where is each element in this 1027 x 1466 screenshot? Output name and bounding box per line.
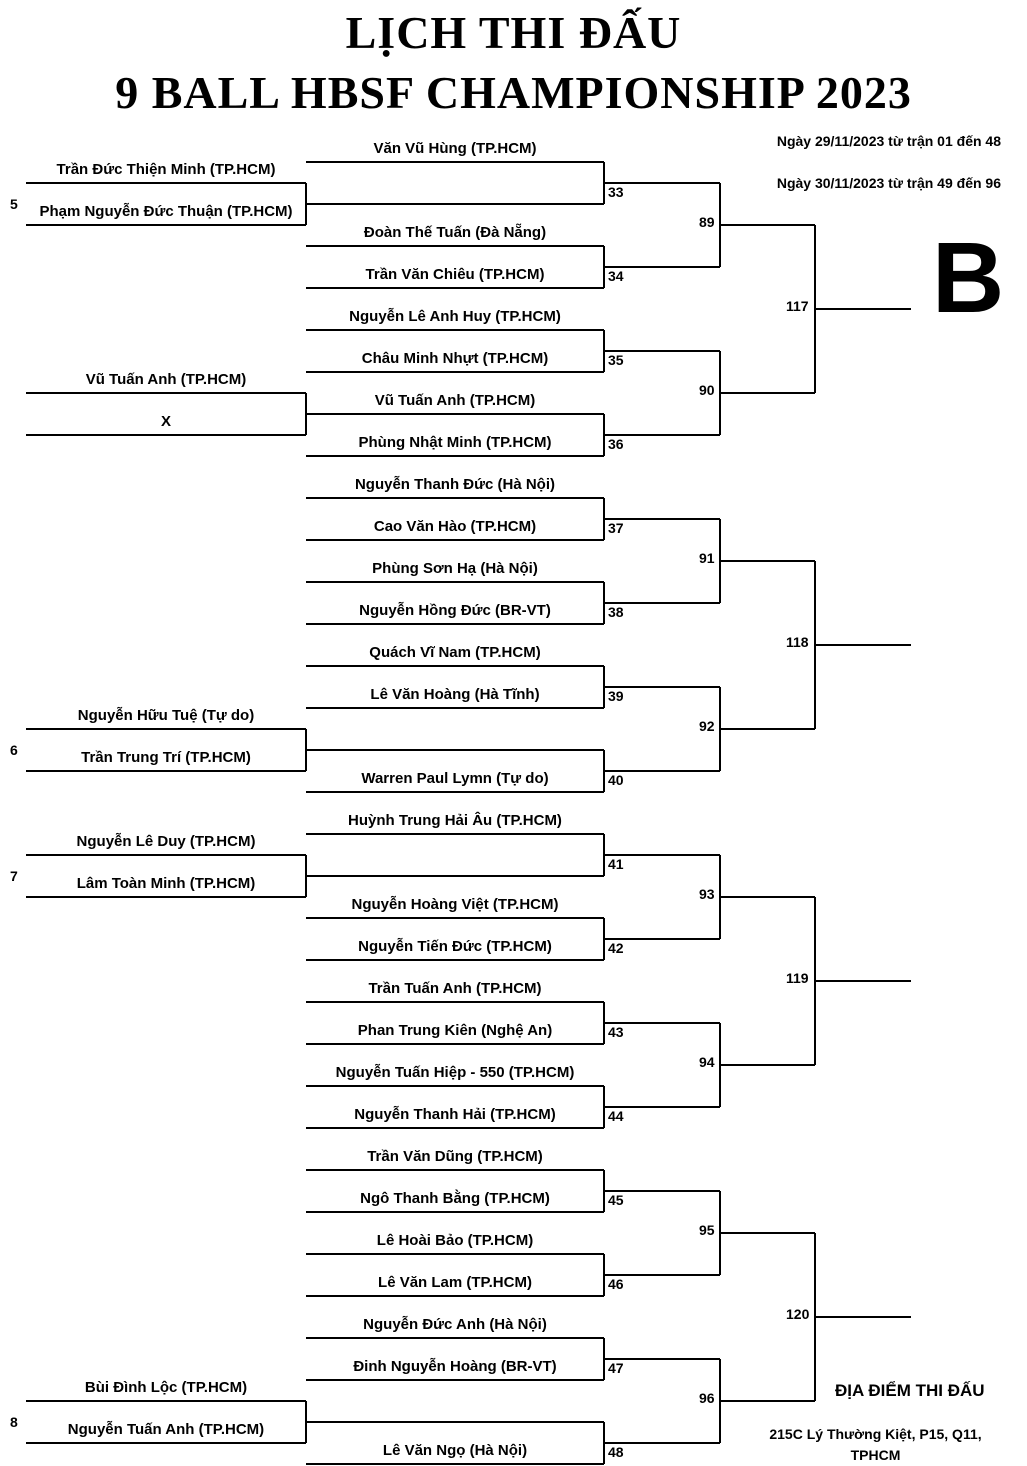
match-number: 6 — [10, 742, 18, 758]
page-title: LỊCH THI ĐẤU — [345, 7, 682, 58]
player-name: Lê Hoài Bảo (TP.HCM) — [376, 1232, 534, 1249]
match-number: 91 — [699, 550, 715, 566]
player-name: Phùng Sơn Hạ (Hà Nội) — [372, 560, 538, 577]
player-name: Trần Tuấn Anh (TP.HCM) — [368, 980, 542, 997]
match-number: 89 — [699, 214, 715, 230]
page-subtitle: 9 BALL HBSF CHAMPIONSHIP 2023 — [115, 67, 912, 118]
group-label: B — [932, 222, 1005, 334]
player-name: Phạm Nguyễn Đức Thuận (TP.HCM) — [39, 203, 293, 220]
match-number: 48 — [608, 1444, 624, 1460]
player-name: Bùi Đình Lộc (TP.HCM) — [84, 1379, 248, 1396]
match-number: 120 — [786, 1306, 810, 1322]
player-name: X — [160, 413, 171, 430]
player-name: Trần Trung Trí (TP.HCM) — [81, 749, 251, 766]
player-name: Đoàn Thế Tuấn (Đà Nẵng) — [363, 224, 547, 241]
player-name: Nguyễn Tuấn Anh (TP.HCM) — [67, 1421, 265, 1438]
player-name: Đinh Nguyễn Hoàng (BR-VT) — [353, 1358, 557, 1375]
player-name: Châu Minh Nhựt (TP.HCM) — [361, 350, 549, 367]
player-name: Ngô Thanh Bằng (TP.HCM) — [360, 1190, 550, 1207]
player-name: Nguyễn Thanh Hải (TP.HCM) — [354, 1106, 556, 1123]
match-number: 34 — [608, 268, 624, 284]
player-name: Nguyễn Tuấn Hiệp - 550 (TP.HCM) — [335, 1064, 575, 1081]
player-name: Quách Vĩ Nam (TP.HCM) — [369, 644, 541, 661]
player-name: Nguyễn Lê Anh Huy (TP.HCM) — [349, 308, 561, 325]
player-name: Huỳnh Trung Hải Âu (TP.HCM) — [348, 812, 562, 829]
player-name: Trần Văn Chiêu (TP.HCM) — [365, 266, 545, 283]
match-number: 43 — [608, 1024, 624, 1040]
player-name: Lâm Toàn Minh (TP.HCM) — [76, 875, 256, 892]
player-name: Nguyễn Thanh Đức (Hà Nội) — [354, 476, 556, 493]
match-number: 45 — [608, 1192, 624, 1208]
player-name: Nguyễn Đức Anh (Hà Nội) — [363, 1316, 547, 1333]
player-name: Trần Văn Dũng (TP.HCM) — [367, 1148, 543, 1165]
schedule-note-day1: Ngày 29/11/2023 từ trận 01 đến 48 — [776, 133, 1001, 149]
match-number: 39 — [608, 688, 624, 704]
player-name: Vũ Tuấn Anh (TP.HCM) — [85, 371, 247, 388]
player-name: Nguyễn Hoàng Việt (TP.HCM) — [351, 896, 559, 913]
player-name: Trần Đức Thiện Minh (TP.HCM) — [56, 161, 276, 178]
player-name: Lê Văn Ngọ (Hà Nội) — [382, 1442, 528, 1459]
match-number: 96 — [699, 1390, 715, 1406]
player-name: Phan Trung Kiên (Nghệ An) — [357, 1022, 553, 1039]
venue-address-line2: TPHCM — [850, 1447, 901, 1463]
match-number: 119 — [786, 970, 809, 986]
match-number: 38 — [608, 604, 624, 620]
player-name: Warren Paul Lymn (Tự do) — [361, 770, 549, 787]
player-name: Vũ Tuấn Anh (TP.HCM) — [374, 392, 536, 409]
match-number: 93 — [699, 886, 715, 902]
match-number: 37 — [608, 520, 624, 536]
match-number: 8 — [10, 1414, 18, 1430]
match-number: 7 — [10, 868, 18, 884]
match-number: 90 — [699, 382, 715, 398]
match-number: 41 — [608, 856, 624, 872]
match-number: 42 — [608, 940, 624, 956]
match-number: 118 — [786, 634, 809, 650]
player-name: Nguyễn Hữu Tuệ (Tự do) — [77, 707, 255, 724]
match-number: 44 — [608, 1108, 624, 1124]
match-number: 92 — [699, 718, 715, 734]
match-number: 47 — [608, 1360, 624, 1376]
schedule-note-day2: Ngày 30/11/2023 từ trận 49 đến 96 — [776, 175, 1001, 191]
player-name: Lê Văn Hoàng (Hà Tĩnh) — [370, 686, 540, 703]
player-name: Lê Văn Lam (TP.HCM) — [378, 1274, 532, 1291]
player-name: Nguyễn Lê Duy (TP.HCM) — [76, 833, 256, 850]
match-number: 33 — [608, 184, 624, 200]
match-number: 94 — [699, 1054, 715, 1070]
match-number: 36 — [608, 436, 624, 452]
player-name: Nguyễn Hồng Đức (BR-VT) — [359, 602, 551, 619]
player-name: Văn Vũ Hùng (TP.HCM) — [373, 140, 537, 157]
venue-heading: ĐỊA ĐIỂM THI ĐẤU — [835, 1381, 985, 1400]
match-number: 95 — [699, 1222, 715, 1238]
venue-address-line1: 215C Lý Thường Kiệt, P15, Q11, — [769, 1426, 982, 1442]
match-number: 117 — [786, 298, 809, 314]
match-number: 46 — [608, 1276, 624, 1292]
match-number: 35 — [608, 352, 624, 368]
player-name: Phùng Nhật Minh (TP.HCM) — [358, 434, 552, 451]
venue-address: 215C Lý Thường Kiệt, P15, Q11, TPHCM — [748, 1424, 1003, 1466]
match-number: 40 — [608, 772, 624, 788]
match-number: 5 — [10, 196, 18, 212]
player-name: Nguyễn Tiến Đức (TP.HCM) — [358, 938, 552, 955]
player-name: Cao Văn Hào (TP.HCM) — [373, 518, 537, 535]
